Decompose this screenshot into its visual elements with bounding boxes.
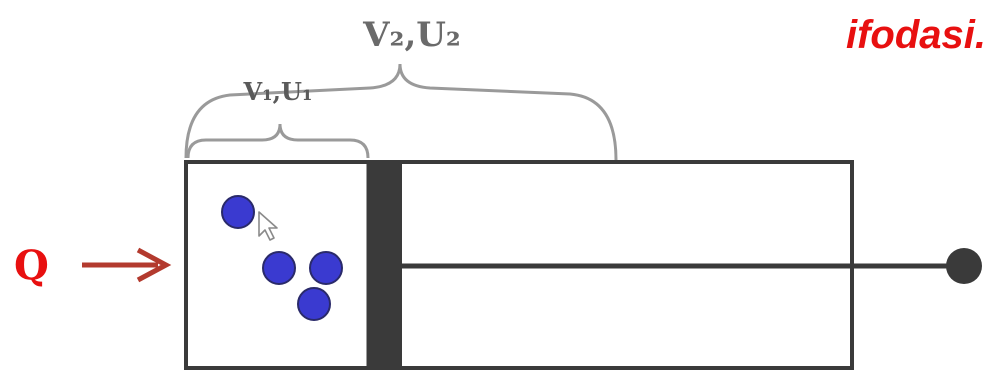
gas-molecule bbox=[297, 287, 331, 321]
gas-molecule bbox=[221, 195, 255, 229]
mouse-pointer-icon bbox=[258, 211, 278, 241]
state1-label: V₁,U₁ bbox=[243, 77, 313, 106]
state2-label: V₂,U₂ bbox=[362, 15, 461, 55]
gas-molecule bbox=[262, 251, 296, 285]
gas-molecule bbox=[309, 251, 343, 285]
watermark-text: ifodasi. bbox=[846, 13, 986, 57]
heat-label: Q bbox=[14, 242, 49, 289]
brace-state2 bbox=[184, 63, 618, 161]
rod-end-knob bbox=[946, 248, 982, 284]
heat-arrow bbox=[82, 247, 172, 283]
piston bbox=[368, 162, 402, 368]
brace-state1 bbox=[186, 123, 370, 159]
gas-molecules bbox=[221, 195, 343, 321]
